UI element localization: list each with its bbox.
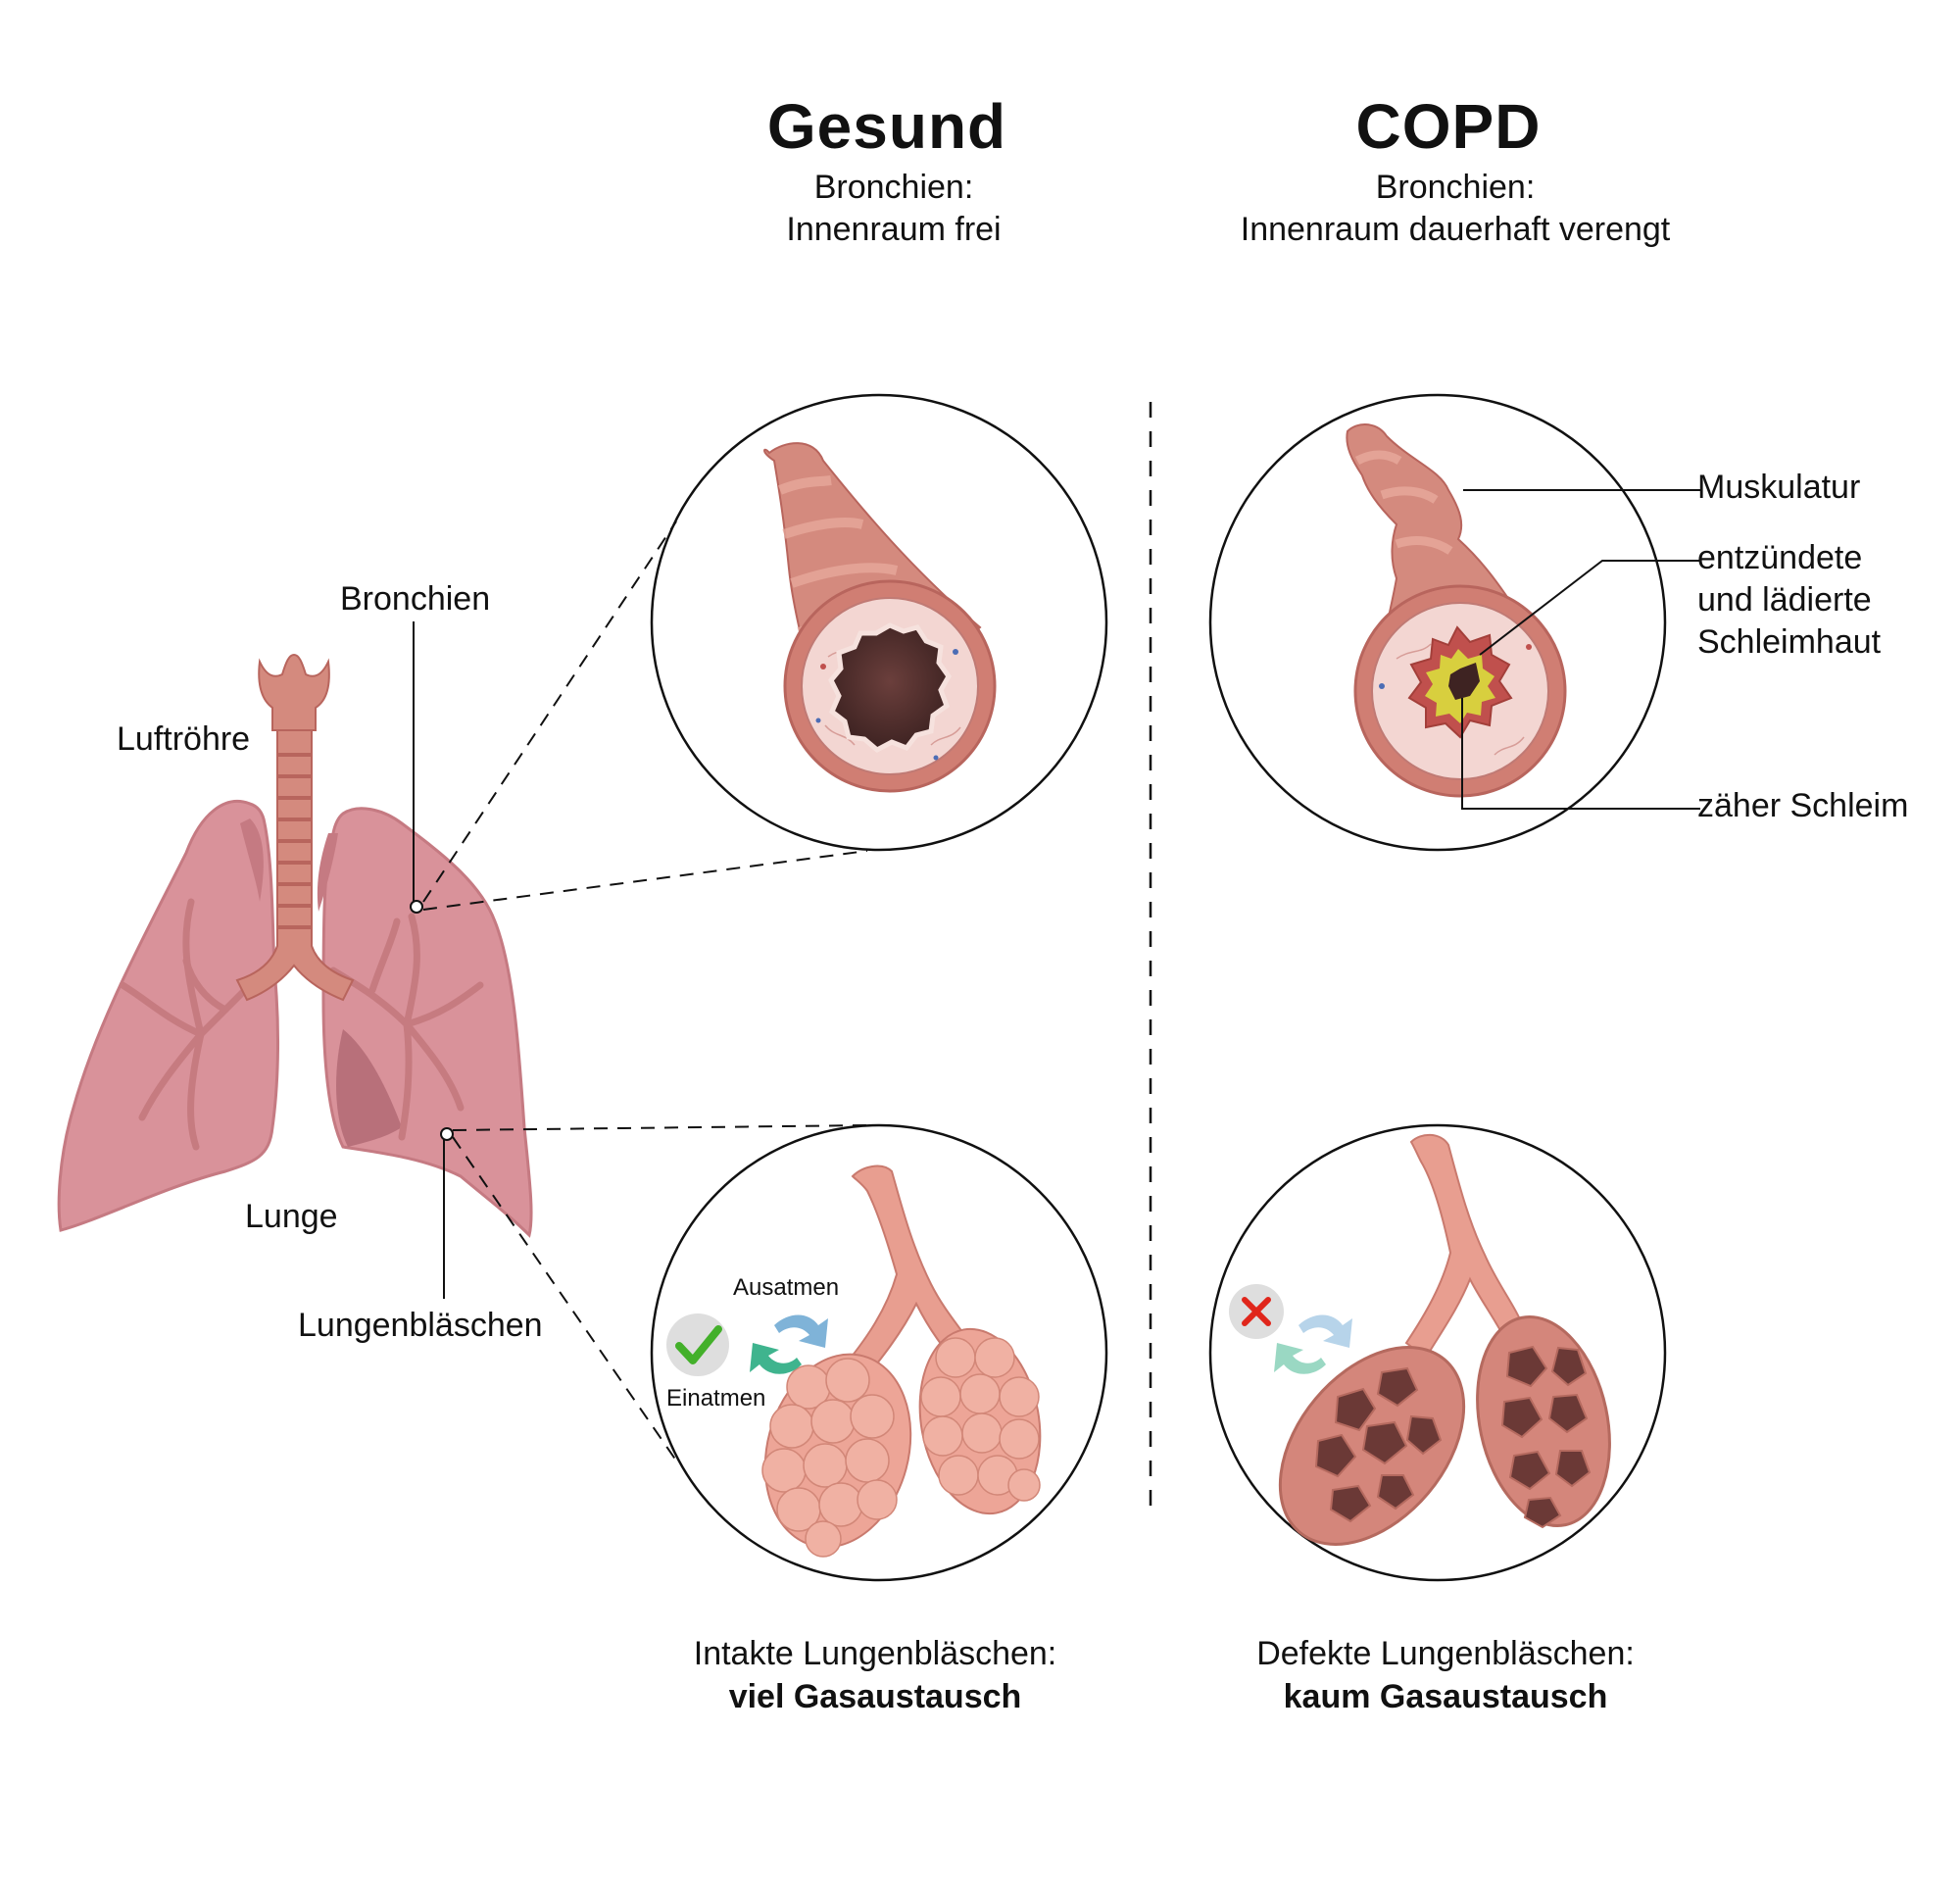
- cross-icon: [1242, 1297, 1271, 1326]
- healthy-caption: Intakte Lungenbläschen: viel Gasaustausc…: [694, 1632, 1057, 1718]
- check-icon: [675, 1325, 722, 1364]
- label-schleimhaut: entzündete und lädierte Schleimhaut: [1697, 537, 1881, 664]
- label-zaeher-schleim: zäher Schleim: [1697, 787, 1909, 824]
- label-schleimhaut-line1: entzündete: [1697, 539, 1863, 576]
- lung-illustration: [57, 520, 868, 1462]
- circle-copd-bronchus: [1208, 393, 1667, 852]
- healthy-subtitle-line2: Innenraum frei: [786, 211, 1002, 248]
- label-lungenblaeschen: Lungenbläschen: [298, 1307, 543, 1344]
- label-luftroehre: Luftröhre: [117, 720, 251, 758]
- exhale-arrow-faded-icon: [1298, 1314, 1352, 1348]
- copd-subtitle-line1: Bronchien:: [1375, 169, 1536, 206]
- healthy-subtitle: Bronchien: Innenraum frei: [786, 167, 1001, 251]
- healthy-caption-line2: viel Gasaustausch: [728, 1678, 1022, 1715]
- callout-line-mucosa: [1479, 560, 1700, 656]
- callout-line-mucus: [1461, 698, 1700, 810]
- label-einatmen: Einatmen: [666, 1385, 766, 1412]
- healthy-title: Gesund: [766, 91, 1007, 162]
- healthy-subtitle-line1: Bronchien:: [813, 169, 974, 206]
- circle-healthy-bronchus: [650, 393, 1108, 852]
- label-ausatmen: Ausatmen: [733, 1274, 840, 1301]
- bronchial-tree: [119, 898, 484, 1151]
- inhale-arrow-icon: [750, 1343, 802, 1374]
- label-lunge: Lunge: [245, 1198, 338, 1235]
- label-schleimhaut-line2: und lädierte: [1697, 581, 1872, 619]
- trachea-rings: [278, 753, 311, 929]
- healthy-caption-line1: Intakte Lungenbläschen:: [693, 1635, 1057, 1672]
- label-bronchien: Bronchien: [340, 580, 491, 618]
- copd-caption-line1: Defekte Lungenbläschen:: [1256, 1635, 1635, 1672]
- zoom-line-bronchus-bottom: [422, 850, 868, 911]
- lung-lobe-left-top: [240, 818, 264, 902]
- zoom-line-alveoli-bottom: [452, 1136, 677, 1462]
- copd-subtitle-line2: Innenraum dauerhaft verengt: [1240, 211, 1671, 248]
- copd-caption-line2: kaum Gasaustausch: [1283, 1678, 1608, 1715]
- circle-healthy-alveoli: [650, 1123, 1108, 1582]
- label-muskulatur: Muskulatur: [1697, 469, 1861, 506]
- label-schleimhaut-line3: Schleimhaut: [1697, 623, 1882, 661]
- right-lung: [321, 807, 533, 1238]
- zoom-line-bronchus-top: [422, 520, 677, 903]
- copd-alveoli: [1229, 1133, 1611, 1546]
- copd-title: COPD: [1355, 91, 1542, 162]
- pointer-dot-lungenblaeschen: [440, 1127, 454, 1141]
- lung-shadow: [336, 1029, 402, 1147]
- exhale-arrow-icon: [774, 1314, 828, 1348]
- larynx: [258, 653, 330, 731]
- copd-subtitle: Bronchien: Innenraum dauerhaft verengt: [1241, 167, 1671, 251]
- healthy-bronchus: [763, 442, 997, 793]
- copd-caption: Defekte Lungenbläschen: kaum Gasaustausc…: [1256, 1632, 1635, 1718]
- copd-bronchus: [1346, 423, 1700, 810]
- lung-lobe-right-top: [317, 833, 338, 912]
- circle-copd-alveoli: [1208, 1123, 1667, 1582]
- pointer-dot-bronchien: [410, 900, 423, 914]
- healthy-alveoli: [666, 1164, 1042, 1558]
- inhale-arrow-faded-icon: [1274, 1343, 1326, 1374]
